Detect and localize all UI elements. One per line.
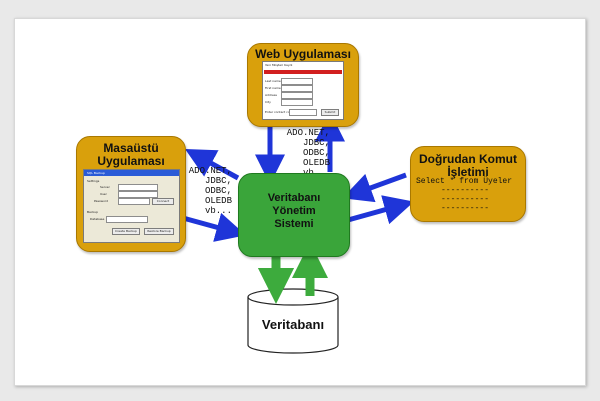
desktop-server-field[interactable] [118,184,158,191]
api-list-left: ADO.NET, JDBC, ODBC, OLEDB vb... [186,166,232,216]
dbms-line3: Sistemi [274,218,314,230]
desktop-restore-backup-button[interactable]: Restore Backup [144,228,174,235]
web-app-title: Web Uygulaması [255,47,351,61]
api-top-item: ODBC, [302,148,330,158]
direct-title-line1: Doğrudan Komut [419,152,517,166]
dbms-line1: Veritabanı [267,192,321,204]
direct-dash-line: ---------- [441,195,490,204]
api-left-item: JDBC, [204,176,232,186]
dbms-box: Veritabanı Yönetim Sistemi [238,173,350,257]
desktop-server-label: Server [100,185,110,189]
web-code-label: Enter contact code [265,110,294,114]
api-left-item: ODBC, [204,186,232,196]
web-form-red-bar [264,70,342,74]
web-form-header: Yeni Müşteri Kaydı [265,63,293,67]
desktop-connect-button[interactable]: Connect [152,198,174,205]
api-top-item: ADO.NET, [286,128,330,138]
web-app-screenshot: Yeni Müşteri Kaydı Last name First name … [262,61,344,120]
desktop-settings-group: Settings [87,179,100,183]
desktop-create-backup-button[interactable]: Create Backup [112,228,140,235]
arrow-desktop-to-dbms [182,212,247,242]
desktop-window-titlebar [84,170,179,176]
arrow-dbms-to-direct [347,195,415,225]
direct-query: Select * from Üyeler [416,177,513,186]
desktop-app-box: Masaüstü Uygulaması SQL Backup Settings … [76,136,186,252]
desktop-password-label: Password [94,199,109,203]
web-submit-button[interactable]: Submit [321,109,339,116]
web-field-last-name[interactable] [281,78,313,85]
web-field-city[interactable] [281,99,313,106]
web-field-label-address: Address [265,93,277,97]
desktop-window-title: SQL Backup [87,171,105,175]
desktop-password-field[interactable] [118,198,150,205]
direct-dash-line: ---------- [441,204,490,213]
api-list-top: ADO.NET, JDBC, ODBC, OLEDB vb... [286,128,330,178]
dbms-line2: Yönetim [272,205,316,217]
desktop-app-title-line2: Uygulaması [97,154,165,168]
desktop-app-title-line1: Masaüstü [103,141,159,155]
direct-command-box: Doğrudan Komut İşletimi Select * from Üy… [410,146,526,222]
desktop-backup-group: Backup [87,210,98,214]
desktop-user-label: User [100,192,107,196]
arrow-dbms-to-desktop [185,148,240,181]
web-field-label-first-name: First name [265,86,281,90]
web-app-box: Web Uygulaması Yeni Müşteri Kaydı Last n… [247,43,359,127]
desktop-user-field[interactable] [118,191,158,198]
desktop-app-window: SQL Backup Settings Server User Password… [83,169,180,243]
web-code-field[interactable] [289,109,317,116]
api-left-item: vb... [204,206,232,216]
web-field-label-last-name: Last name [265,79,281,83]
web-field-first-name[interactable] [281,85,313,92]
database-label: Veritabanı [261,317,325,332]
api-left-item: OLEDB [204,196,232,206]
api-left-item: ADO.NET, [188,166,232,176]
web-field-address[interactable] [281,92,313,99]
api-top-item: OLEDB [302,158,330,168]
api-top-item: JDBC, [302,138,330,148]
desktop-database-select[interactable] [106,216,148,223]
direct-title-line2: İşletimi [447,165,489,179]
arrow-direct-to-dbms [342,172,407,203]
desktop-database-label: Database [90,217,105,221]
web-field-label-city: City [265,100,271,104]
direct-dash-line: ---------- [441,186,490,195]
